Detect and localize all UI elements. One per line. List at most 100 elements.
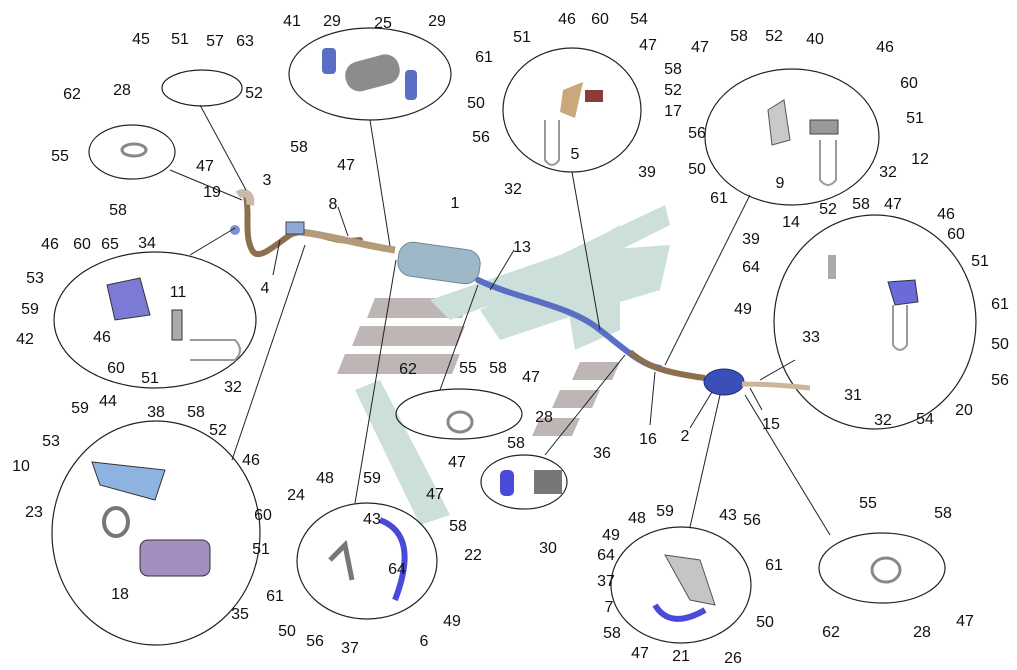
part-callout-58: 58: [187, 404, 205, 421]
part-callout-41: 41: [283, 13, 301, 30]
part-callout-58: 58: [507, 435, 525, 452]
part-callout-28: 28: [535, 409, 553, 426]
part-callout-51: 51: [513, 29, 531, 46]
part-callout-51: 51: [141, 370, 159, 387]
part-callout-63: 63: [236, 33, 254, 50]
part-callout-58: 58: [489, 360, 507, 377]
part-callout-58: 58: [934, 505, 952, 522]
part-callout-26: 26: [724, 650, 742, 667]
part-callout-61: 61: [266, 588, 284, 605]
part-callout-32: 32: [504, 181, 522, 198]
bracket-10-part: [91, 461, 166, 501]
muffler-1: [397, 241, 481, 285]
u-bolt-32-right2-part: [892, 305, 908, 351]
ring-28-right-part: [870, 556, 902, 584]
part-callout-44: 44: [99, 393, 117, 410]
part-callout-43: 43: [363, 511, 381, 528]
part-callout-64: 64: [597, 547, 615, 564]
part-callout-49: 49: [734, 301, 752, 318]
hanger-bracket-main: [285, 221, 305, 235]
part-callout-48: 48: [628, 510, 646, 527]
bracket-17-part: [585, 90, 603, 102]
part-callout-1: 1: [451, 195, 460, 212]
part-callout-51: 51: [906, 110, 924, 127]
detail-circle-flange-30: [480, 454, 568, 510]
part-callout-59: 59: [21, 301, 39, 318]
part-callout-57: 57: [206, 33, 224, 50]
part-callout-30: 30: [539, 540, 557, 557]
part-callout-60: 60: [591, 11, 609, 28]
part-callout-43: 43: [719, 507, 737, 524]
part-callout-42: 42: [16, 331, 34, 348]
part-callout-12: 12: [911, 151, 929, 168]
flange-main: [230, 225, 240, 235]
part-callout-56: 56: [688, 125, 706, 142]
part-callout-34: 34: [138, 235, 156, 252]
part-callout-56: 56: [306, 633, 324, 650]
part-callout-59: 59: [71, 400, 89, 417]
detail-circle-ring-right: [818, 532, 946, 604]
part-callout-47: 47: [639, 37, 657, 54]
part-callout-55: 55: [459, 360, 477, 377]
part-callout-61: 61: [475, 49, 493, 66]
tailpipe-15: [741, 381, 811, 391]
clamp-29-left-part: [322, 48, 336, 74]
part-callout-50: 50: [467, 95, 485, 112]
clamp-18-part: [139, 539, 211, 577]
part-callout-50: 50: [756, 614, 774, 631]
detail-circle-bracket-20: [773, 214, 977, 430]
part-callout-47: 47: [426, 486, 444, 503]
part-callout-28: 28: [913, 624, 931, 641]
leader-lines: [169, 104, 831, 536]
part-callout-29: 29: [428, 13, 446, 30]
part-callout-35: 35: [231, 606, 249, 623]
part-callout-59: 59: [656, 503, 674, 520]
u-bolt-32-left-part: [190, 339, 241, 361]
part-callout-46: 46: [41, 236, 59, 253]
detail-circle-bracket-11: [53, 251, 257, 389]
detail-circle-bracket-6: [296, 502, 438, 620]
part-callout-59: 59: [363, 470, 381, 487]
part-callout-32: 32: [879, 164, 897, 181]
part-callout-56: 56: [991, 372, 1009, 389]
part-callout-60: 60: [107, 360, 125, 377]
gasket-30-part: [500, 470, 514, 496]
detail-circles: [51, 27, 977, 646]
flange-36-part: [534, 470, 562, 494]
sleeve-25-part: [345, 54, 400, 92]
watermark-logo: [337, 205, 670, 525]
part-callout-5: 5: [571, 146, 580, 163]
part-callout-46: 46: [93, 329, 111, 346]
bracket-24-part: [328, 539, 355, 581]
part-callout-50: 50: [991, 336, 1009, 353]
part-callout-38: 38: [147, 404, 165, 421]
part-callout-55: 55: [51, 148, 69, 165]
part-callout-46: 46: [242, 452, 260, 469]
part-callout-9: 9: [776, 175, 785, 192]
detail-circle-bracket-18: [51, 420, 261, 646]
part-callout-2: 2: [681, 428, 690, 445]
part-callout-64: 64: [742, 259, 760, 276]
bracket-5-part: [560, 82, 583, 118]
u-bolt-32-right-part: [819, 140, 837, 186]
part-callout-51: 51: [971, 253, 989, 270]
part-callout-54: 54: [916, 411, 934, 428]
part-callout-32: 32: [224, 379, 242, 396]
part-callout-18: 18: [111, 586, 129, 603]
part-callout-40: 40: [806, 31, 824, 48]
part-callout-46: 46: [937, 206, 955, 223]
part-callout-52: 52: [765, 28, 783, 45]
bracket-20-part: [887, 279, 919, 306]
part-callout-53: 53: [26, 270, 44, 287]
part-callout-53: 53: [42, 433, 60, 450]
part-callout-47: 47: [956, 613, 974, 630]
part-callout-60: 60: [900, 75, 918, 92]
part-callout-13: 13: [513, 239, 531, 256]
part-callout-47: 47: [691, 39, 709, 56]
part-callout-52: 52: [245, 85, 263, 102]
part-callout-47: 47: [337, 157, 355, 174]
part-callout-16: 16: [639, 431, 657, 448]
part-callout-7: 7: [605, 599, 614, 616]
part-callout-32: 32: [874, 412, 892, 429]
part-callout-23: 23: [25, 504, 43, 521]
